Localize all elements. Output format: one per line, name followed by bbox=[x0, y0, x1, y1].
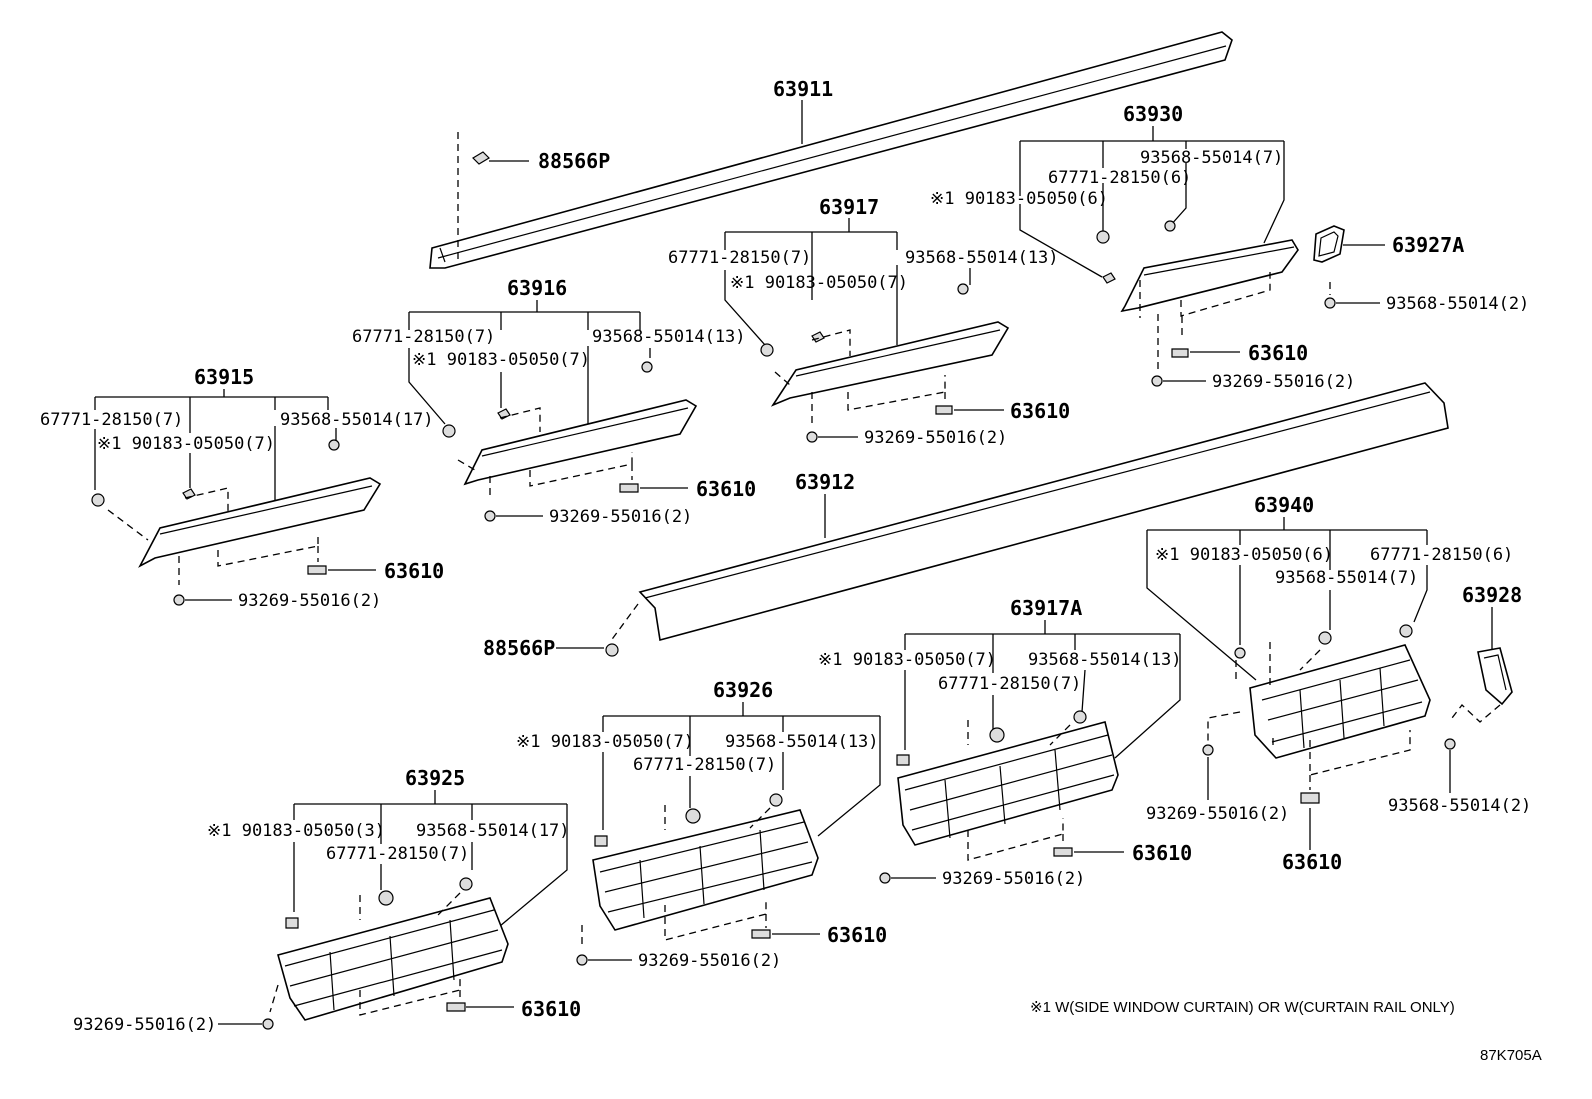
callout-93269-g: 93269-55016(2) bbox=[638, 951, 781, 971]
callout-63926-90183: ※1 90183-05050(7) bbox=[516, 732, 694, 752]
garnish-63915 bbox=[138, 477, 382, 568]
callout-93269-d: 93269-55016(2) bbox=[238, 591, 381, 611]
footnote: ※1 W(SIDE WINDOW CURTAIN) OR W(CURTAIN R… bbox=[1030, 999, 1455, 1016]
callout-63927a-93568: 93568-55014(2) bbox=[1386, 294, 1529, 314]
callout-63917-67771: 67771-28150(7) bbox=[668, 248, 811, 268]
label-63610-d: 63610 bbox=[384, 559, 444, 583]
callout-93269-f: 93269-55016(2) bbox=[942, 869, 1085, 889]
label-88566p-bottom: 88566P bbox=[483, 636, 555, 660]
label-63926: 63926 bbox=[713, 678, 773, 702]
callout-93269-h: 93269-55016(2) bbox=[73, 1015, 216, 1035]
callout-63917a-90183: ※1 90183-05050(7) bbox=[818, 650, 996, 670]
label-63927a: 63927A bbox=[1392, 233, 1464, 257]
label-63917a: 63917A bbox=[1010, 596, 1082, 620]
clip-88566p-bottom bbox=[605, 643, 619, 657]
callout-93269-b: 93269-55016(2) bbox=[864, 428, 1007, 448]
label-63610-g: 63610 bbox=[827, 923, 887, 947]
label-63917: 63917 bbox=[819, 195, 879, 219]
label-63610-a: 63610 bbox=[1248, 341, 1308, 365]
panel-63940 bbox=[1249, 644, 1431, 759]
label-63610-e: 63610 bbox=[1282, 850, 1342, 874]
garnish-63930 bbox=[1120, 239, 1299, 313]
clip-88566p-top bbox=[472, 151, 490, 165]
callout-63915-93568: 93568-55014(17) bbox=[280, 410, 434, 430]
garnish-63916 bbox=[463, 399, 698, 486]
callout-63926-67771: 67771-28150(7) bbox=[633, 755, 776, 775]
callout-63926-93568: 93568-55014(13) bbox=[725, 732, 879, 752]
label-63911: 63911 bbox=[773, 77, 833, 101]
callout-63916-67771: 67771-28150(7) bbox=[352, 327, 495, 347]
callout-93269-a: 93269-55016(2) bbox=[1212, 372, 1355, 392]
callout-63917-90183: ※1 90183-05050(7) bbox=[730, 273, 908, 293]
callout-63940-90183: ※1 90183-05050(6) bbox=[1155, 545, 1333, 565]
callout-63917a-93568: 93568-55014(13) bbox=[1028, 650, 1182, 670]
callout-63917a-67771: 67771-28150(7) bbox=[938, 674, 1081, 694]
panel-63917a bbox=[897, 721, 1119, 846]
callout-63940-93568: 93568-55014(7) bbox=[1275, 568, 1418, 588]
callout-63915-67771: 67771-28150(7) bbox=[40, 410, 183, 430]
label-63610-f: 63610 bbox=[1132, 841, 1192, 865]
callout-63925-93568: 93568-55014(17) bbox=[416, 821, 570, 841]
callout-63928-93568: 93568-55014(2) bbox=[1388, 796, 1531, 816]
panel-63926 bbox=[592, 809, 819, 931]
label-63928: 63928 bbox=[1462, 583, 1522, 607]
callout-63925-90183: ※1 90183-05050(3) bbox=[207, 821, 385, 841]
cap-63927a bbox=[1313, 225, 1345, 263]
diagram-code: 87K705A bbox=[1480, 1047, 1542, 1064]
label-63916: 63916 bbox=[507, 276, 567, 300]
callout-93269-c: 93269-55016(2) bbox=[549, 507, 692, 527]
label-63610-c: 63610 bbox=[696, 477, 756, 501]
label-63915: 63915 bbox=[194, 365, 254, 389]
label-63940: 63940 bbox=[1254, 493, 1314, 517]
panel-63925 bbox=[277, 897, 509, 1021]
callout-63916-90183: ※1 90183-05050(7) bbox=[412, 350, 590, 370]
callout-63915-90183: ※1 90183-05050(7) bbox=[97, 434, 275, 454]
callout-63940-67771: 67771-28150(6) bbox=[1370, 545, 1513, 565]
cap-63928 bbox=[1477, 647, 1513, 706]
callout-63916-93568: 93568-55014(13) bbox=[592, 327, 746, 347]
label-63912: 63912 bbox=[795, 470, 855, 494]
callout-63930-93568: 93568-55014(7) bbox=[1140, 148, 1283, 168]
label-88566p-top: 88566P bbox=[538, 149, 610, 173]
label-63610-b: 63610 bbox=[1010, 399, 1070, 423]
callout-63925-67771: 67771-28150(7) bbox=[326, 844, 469, 864]
callout-63930-67771: 67771-28150(6) bbox=[1048, 168, 1191, 188]
label-63930: 63930 bbox=[1123, 102, 1183, 126]
rocker-panel-63912 bbox=[638, 382, 1449, 642]
roof-rail-63911 bbox=[429, 31, 1233, 269]
label-63925: 63925 bbox=[405, 766, 465, 790]
callout-63917-93568: 93568-55014(13) bbox=[905, 248, 1059, 268]
garnish-63917 bbox=[770, 321, 1010, 407]
callout-63930-90183: ※1 90183-05050(6) bbox=[930, 189, 1108, 209]
callout-93269-e: 93269-55016(2) bbox=[1146, 804, 1289, 824]
label-63610-h: 63610 bbox=[521, 997, 581, 1021]
